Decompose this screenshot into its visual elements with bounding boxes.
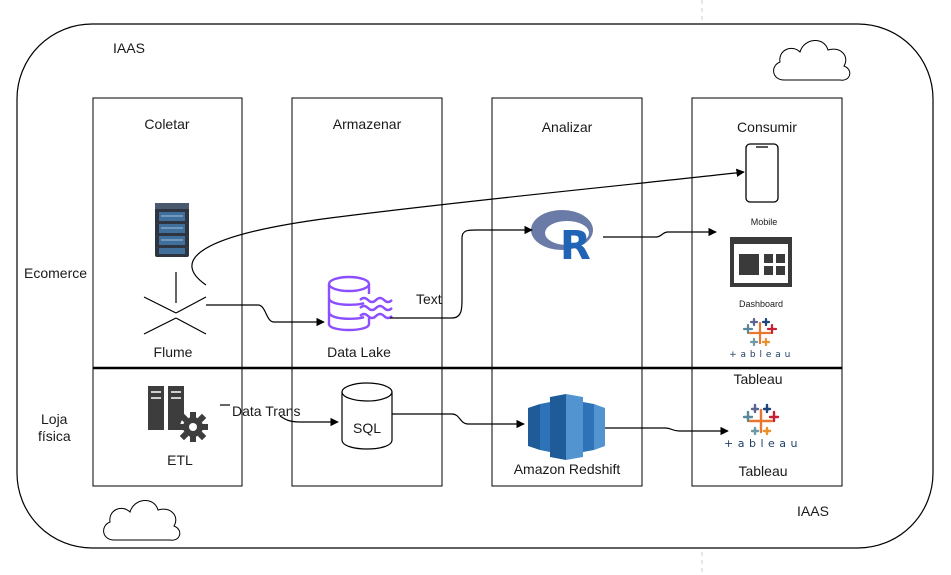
tableau-logo-icon: + a b l e a u [729,317,791,360]
cloud-icon [773,40,851,81]
tableau-bottom-label: Tableau [738,463,787,479]
column-title-coletar: Coletar [144,116,189,132]
row-label-ecomerce: Ecomerce [24,265,87,281]
row-label-loja: Loja [41,411,68,427]
sql-label: SQL [353,420,381,436]
edge-data-lake-to-r [390,225,533,319]
data-lake-label: Data Lake [327,344,391,360]
edge-flume-to-data-lake [206,304,325,327]
edge-flume-to-mobile [191,168,745,286]
etl-label: ETL [167,452,193,468]
mobile-icon [745,143,779,203]
dashboard-icon [730,237,792,287]
edge-r-to-dashboard [603,227,717,238]
server-rack-icon [155,203,189,257]
sql-database-icon [341,382,393,450]
dashboard-label: Dashboard [739,299,783,309]
edge-sql-to-redshift [392,413,525,429]
iaas-bottom-label: IAAS [797,503,829,519]
column-title-armazenar: Armazenar [333,116,402,132]
iaas-top-label: IAAS [113,40,145,56]
tableau-logo-text: + a b l e a u [729,350,791,360]
tableau-logo-icon: + a b l e a u [724,403,798,450]
amazon-redshift-label: Amazon Redshift [514,461,621,477]
cloud-icon [103,500,181,541]
tableau-top-label: Tableau [733,371,782,387]
r-logo-icon: R [531,210,593,269]
mobile-label: Mobile [751,217,778,227]
edge-label-text: Text [416,291,442,307]
flume-icon [143,272,207,335]
flume-label: Flume [154,344,193,360]
column-coletar [92,97,243,487]
edge-label-data-trans: Data Trans [232,403,300,419]
data-lake-icon [327,275,393,332]
column-title-analizar: Analizar [542,119,593,135]
edge-etl-to-sql [279,415,339,427]
etl-server-gear-icon [148,386,208,442]
tableau-logo-text: + a b l e a u [724,437,798,450]
column-title-consumir: Consumir [737,119,797,135]
amazon-redshift-icon [528,394,605,460]
r-letter: R [560,223,591,269]
edge-redshift-to-tableau [605,426,729,436]
row-label-fisica: física [38,428,71,444]
